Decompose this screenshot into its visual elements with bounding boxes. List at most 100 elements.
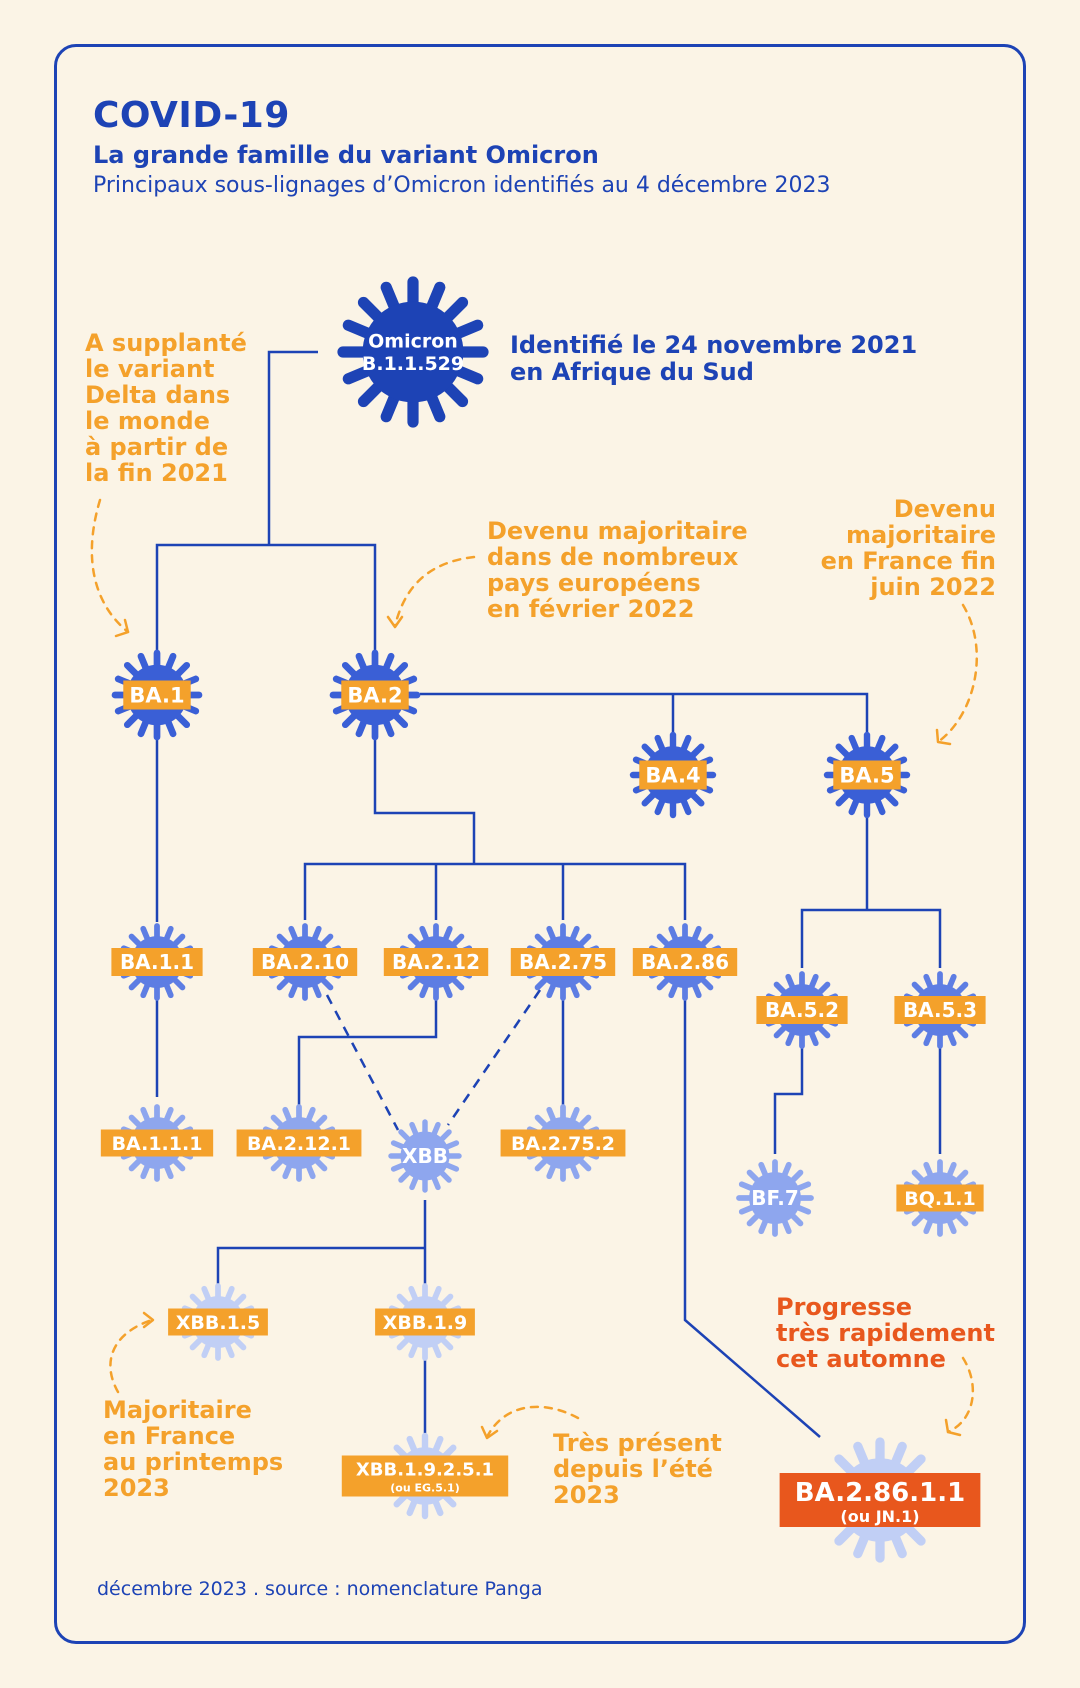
label-box (500, 1129, 626, 1157)
virus-label-ba286: BA.2.86 (641, 950, 729, 974)
label-box (111, 948, 203, 976)
edge-xbb-children (216, 1200, 427, 1290)
virus-label-ba28611: BA.2.86.1.1(ou JN.1) (795, 1478, 965, 1526)
virus-label-xbb19: XBB.1.9 (383, 1312, 468, 1334)
arrowhead-eg51 (480, 1425, 499, 1440)
virus-label-ba275: BA.2.75 (519, 950, 607, 974)
label-box (341, 680, 409, 710)
virus-node-ba210: BA.2.10 (252, 923, 358, 1001)
virus-node-ba2: BA.2 (329, 649, 421, 741)
arrow-xbb15 (109, 1318, 154, 1394)
virus-label-ba1: BA.1 (129, 684, 184, 708)
virus-label-ba11: BA.1.1 (120, 950, 194, 974)
edge-ba2-children (303, 862, 687, 920)
virus-label-ba111: BA.1.1.1 (112, 1133, 203, 1155)
label-box (894, 996, 986, 1024)
edge-ba52-bf7 (773, 1040, 804, 1154)
virus-label-xbb: XBB (402, 1144, 448, 1168)
label-box (168, 1308, 268, 1336)
edge-ba286-jn1 (683, 992, 821, 1438)
virus-node-ba2752: BA.2.75.2 (500, 1104, 626, 1182)
arrowhead-ba5-fr (935, 728, 952, 746)
page-subtitle-secondary: Principaux sous-lignages d’Omicron ident… (93, 173, 831, 198)
note-jn1-progress: Progresse très rapidement cet automne (776, 1293, 995, 1373)
infographic-frame (54, 44, 1026, 1644)
edge-ba5-children (800, 802, 942, 968)
label-box (341, 1455, 509, 1497)
virus-label-ba4: BA.4 (645, 764, 700, 788)
virus-label-xbb19251: XBB.1.9.2.5.1(ou EG.5.1) (356, 1460, 494, 1495)
edge-ba2-down (373, 725, 476, 864)
label-box (779, 1473, 981, 1527)
virus-label-xbb15: XBB.1.5 (176, 1312, 261, 1334)
label-box (632, 948, 738, 976)
virus-node-xbb19: XBB.1.9 (375, 1283, 475, 1361)
virus-node-ba5: BA.5 (823, 731, 911, 819)
virus-label-bq11: BQ.1.1 (904, 1188, 976, 1210)
virus-node-bf7: BF.7 (736, 1159, 814, 1237)
virus-node-ba212: BA.2.12 (383, 923, 489, 1001)
virus-node-ba111: BA.1.1.1 (100, 1104, 214, 1182)
virus-node-xbb: XBB (388, 1119, 462, 1193)
arrow-ba5-fr (936, 603, 978, 744)
note-eg51-summer: Très présent depuis l’été 2023 (553, 1429, 722, 1509)
virus-node-ba28611: BA.2.86.1.1(ou JN.1) (779, 1437, 981, 1563)
virus-node-xbb15: XBB.1.5 (168, 1283, 268, 1361)
virus-node-ba11: BA.1.1 (111, 923, 203, 1001)
note-omicron-identified: Identifié le 24 novembre 2021 en Afrique… (510, 331, 918, 386)
arrow-delta (90, 498, 130, 634)
edge-omicron-split (267, 350, 318, 545)
arrowhead-ba2-eu (386, 615, 404, 629)
virus-node-ba286: BA.2.86 (632, 923, 738, 1001)
note-xbb15-spring: Majoritaire en France au printemps 2023 (103, 1396, 284, 1502)
label-box (833, 760, 901, 790)
label-box (375, 1308, 475, 1336)
label-box (510, 948, 616, 976)
note-ba5-france: Devenu majoritaire en France fin juin 20… (820, 495, 996, 601)
arrow-ba2-eu (393, 555, 476, 628)
arrowhead-xbb15 (142, 1311, 155, 1329)
label-box (100, 1129, 214, 1157)
virus-icon (388, 1119, 462, 1193)
edge-ba212-ba2121 (297, 992, 438, 1105)
page-subtitle: La grande famille du variant Omicron (93, 141, 599, 169)
label-box (896, 1184, 984, 1212)
virus-node-bq11: BQ.1.1 (896, 1159, 984, 1237)
virus-label-bf7: BF.7 (751, 1186, 798, 1210)
label-box (383, 948, 489, 976)
virus-label-ba5: BA.5 (839, 764, 894, 788)
virus-label-ba2752: BA.2.75.2 (511, 1133, 615, 1155)
page-title: COVID-19 (93, 95, 290, 136)
lineage-connectors (155, 350, 942, 1440)
virus-label-ba2121: BA.2.12.1 (247, 1133, 351, 1155)
virus-icon (337, 276, 489, 428)
virus-label-ba210: BA.2.10 (261, 950, 349, 974)
virus-label-ba53: BA.5.3 (903, 998, 977, 1022)
virus-label-ba2: BA.2 (347, 684, 402, 708)
virus-node-xbb19251: XBB.1.9.2.5.1(ou EG.5.1) (341, 1432, 509, 1520)
arrowhead-delta (114, 618, 130, 638)
annotation-arrows (90, 498, 978, 1439)
arrowheads (114, 615, 962, 1440)
virus-node-ba52: BA.5.2 (756, 971, 848, 1049)
virus-icon (736, 1159, 814, 1237)
label-box (236, 1129, 362, 1157)
virus-node-ba2121: BA.2.12.1 (236, 1104, 362, 1182)
label-box (756, 996, 848, 1024)
note-delta-replaced: A supplanté le variant Delta dans le mon… (85, 329, 247, 487)
label-box (252, 948, 358, 976)
arrow-jn1 (946, 1356, 975, 1434)
arrowhead-jn1 (944, 1418, 962, 1437)
virus-label-ba212: BA.2.12 (392, 950, 480, 974)
label-box (123, 680, 191, 710)
virus-label-ba52: BA.5.2 (765, 998, 839, 1022)
edge-ba210-xbb-dashed (325, 989, 542, 1131)
virus-node-ba4: BA.4 (629, 731, 717, 819)
virus-node-ba275: BA.2.75 (510, 923, 616, 1001)
virus-node-ba53: BA.5.3 (894, 971, 986, 1049)
label-box (639, 760, 707, 790)
virus-node-ba1: BA.1 (111, 649, 203, 741)
